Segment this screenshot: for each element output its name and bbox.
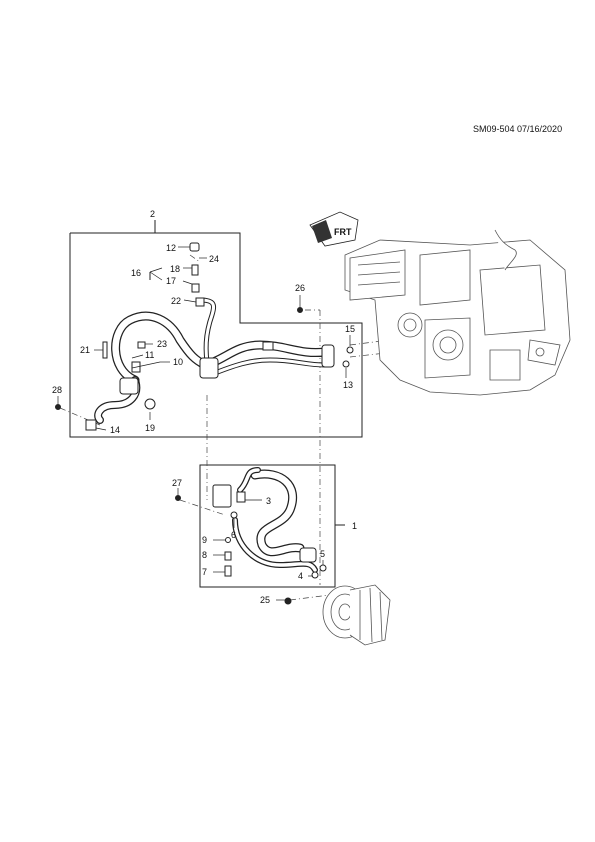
callout-10: 10 bbox=[173, 357, 183, 367]
callout-27: 27 bbox=[172, 478, 182, 488]
callout-18: 18 bbox=[170, 264, 180, 274]
liquid-line-upper-inner bbox=[198, 298, 327, 377]
suction-hose-upper-inner bbox=[112, 312, 329, 384]
callout-23: 23 bbox=[157, 339, 167, 349]
callout-24: 24 bbox=[209, 254, 219, 264]
callout-11: 11 bbox=[145, 350, 154, 360]
diagram-reference-id: SM09-504 07/16/2020 bbox=[473, 124, 563, 134]
fittings-upper bbox=[85, 242, 354, 431]
callout-17: 17 bbox=[166, 276, 176, 286]
callout-labels: 2 12 24 18 16 17 22 26 15 21 23 11 10 13… bbox=[52, 209, 357, 605]
callout-13: 13 bbox=[343, 380, 353, 390]
callout-21: 21 bbox=[80, 345, 90, 355]
callout-26: 26 bbox=[295, 283, 305, 293]
callout-4: 4 bbox=[298, 571, 303, 581]
callout-15: 15 bbox=[345, 324, 355, 334]
callout-2: 2 bbox=[150, 209, 155, 219]
callout-1: 1 bbox=[352, 521, 357, 531]
fittings-lower bbox=[55, 404, 327, 605]
callout-16: 16 bbox=[131, 268, 141, 278]
callout-9: 9 bbox=[202, 535, 207, 545]
front-badge-text: FRT bbox=[334, 227, 352, 237]
callout-5: 5 bbox=[320, 549, 325, 559]
compressor-illustration bbox=[322, 584, 391, 646]
callout-3: 3 bbox=[266, 496, 271, 506]
callout-28: 28 bbox=[52, 385, 62, 395]
callout-leader-lines bbox=[57, 246, 351, 601]
callout-8: 8 bbox=[202, 550, 207, 560]
callout-7: 7 bbox=[202, 567, 207, 577]
callout-6: 6 bbox=[231, 530, 236, 540]
callout-19: 19 bbox=[145, 423, 155, 433]
lower-group-frame bbox=[199, 464, 345, 588]
callout-14: 14 bbox=[110, 425, 120, 435]
callout-22: 22 bbox=[171, 296, 181, 306]
callout-25: 25 bbox=[260, 595, 270, 605]
front-direction-badge: FRT bbox=[309, 211, 359, 247]
callout-12: 12 bbox=[166, 243, 176, 253]
hvac-module-illustration bbox=[344, 229, 571, 396]
upper-group-frame bbox=[69, 220, 363, 438]
